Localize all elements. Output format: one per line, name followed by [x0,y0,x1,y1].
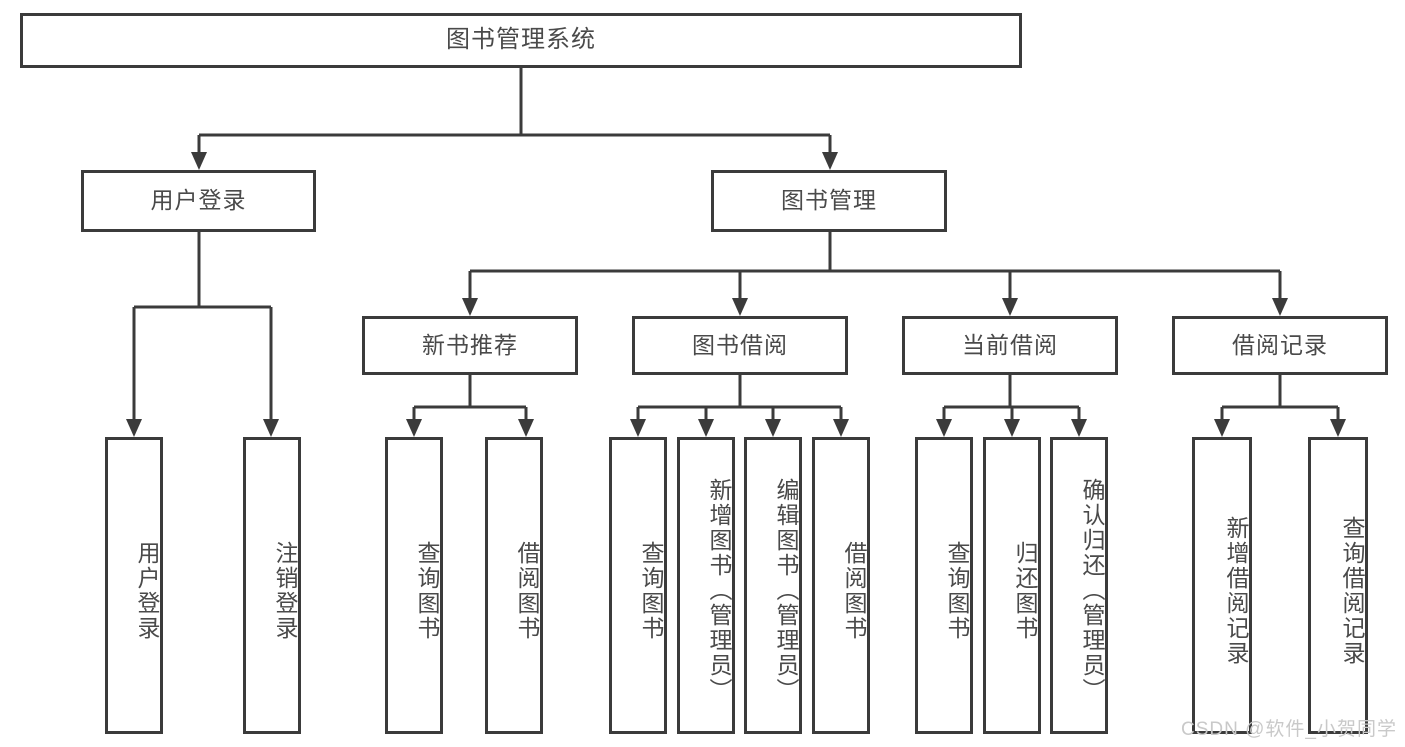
node-current-borrow[interactable]: 当前借阅 [902,316,1118,375]
leaf-user-login-logout[interactable]: 注销登录 [243,437,301,734]
leaf-new-book-borrow[interactable]: 借阅图书 [485,437,543,734]
node-root-system[interactable]: 图书管理系统 [20,13,1022,68]
leaf-book-borrow-borrow[interactable]: 借阅图书 [812,437,870,734]
leaf-user-login-login[interactable]: 用户登录 [105,437,163,734]
leaf-book-borrow-edit[interactable]: 编辑图书（管理员） [744,437,802,734]
leaf-borrow-record-add[interactable]: 新增借阅记录 [1192,437,1252,734]
leaf-book-borrow-add[interactable]: 新增图书（管理员） [677,437,735,734]
node-borrow-record[interactable]: 借阅记录 [1172,316,1388,375]
node-book-borrow[interactable]: 图书借阅 [632,316,848,375]
leaf-borrow-record-query[interactable]: 查询借阅记录 [1308,437,1368,734]
node-new-book-recommend[interactable]: 新书推荐 [362,316,578,375]
node-user-login[interactable]: 用户登录 [81,170,316,232]
leaf-current-borrow-query[interactable]: 查询图书 [915,437,973,734]
leaf-book-borrow-query[interactable]: 查询图书 [609,437,667,734]
leaf-new-book-query[interactable]: 查询图书 [385,437,443,734]
node-book-management[interactable]: 图书管理 [711,170,947,232]
leaf-current-borrow-return[interactable]: 归还图书 [983,437,1041,734]
csdn-watermark: CSDN @软件_小贺同学 [1181,719,1397,740]
leaf-current-borrow-confirm-return[interactable]: 确认归还（管理员） [1050,437,1108,734]
